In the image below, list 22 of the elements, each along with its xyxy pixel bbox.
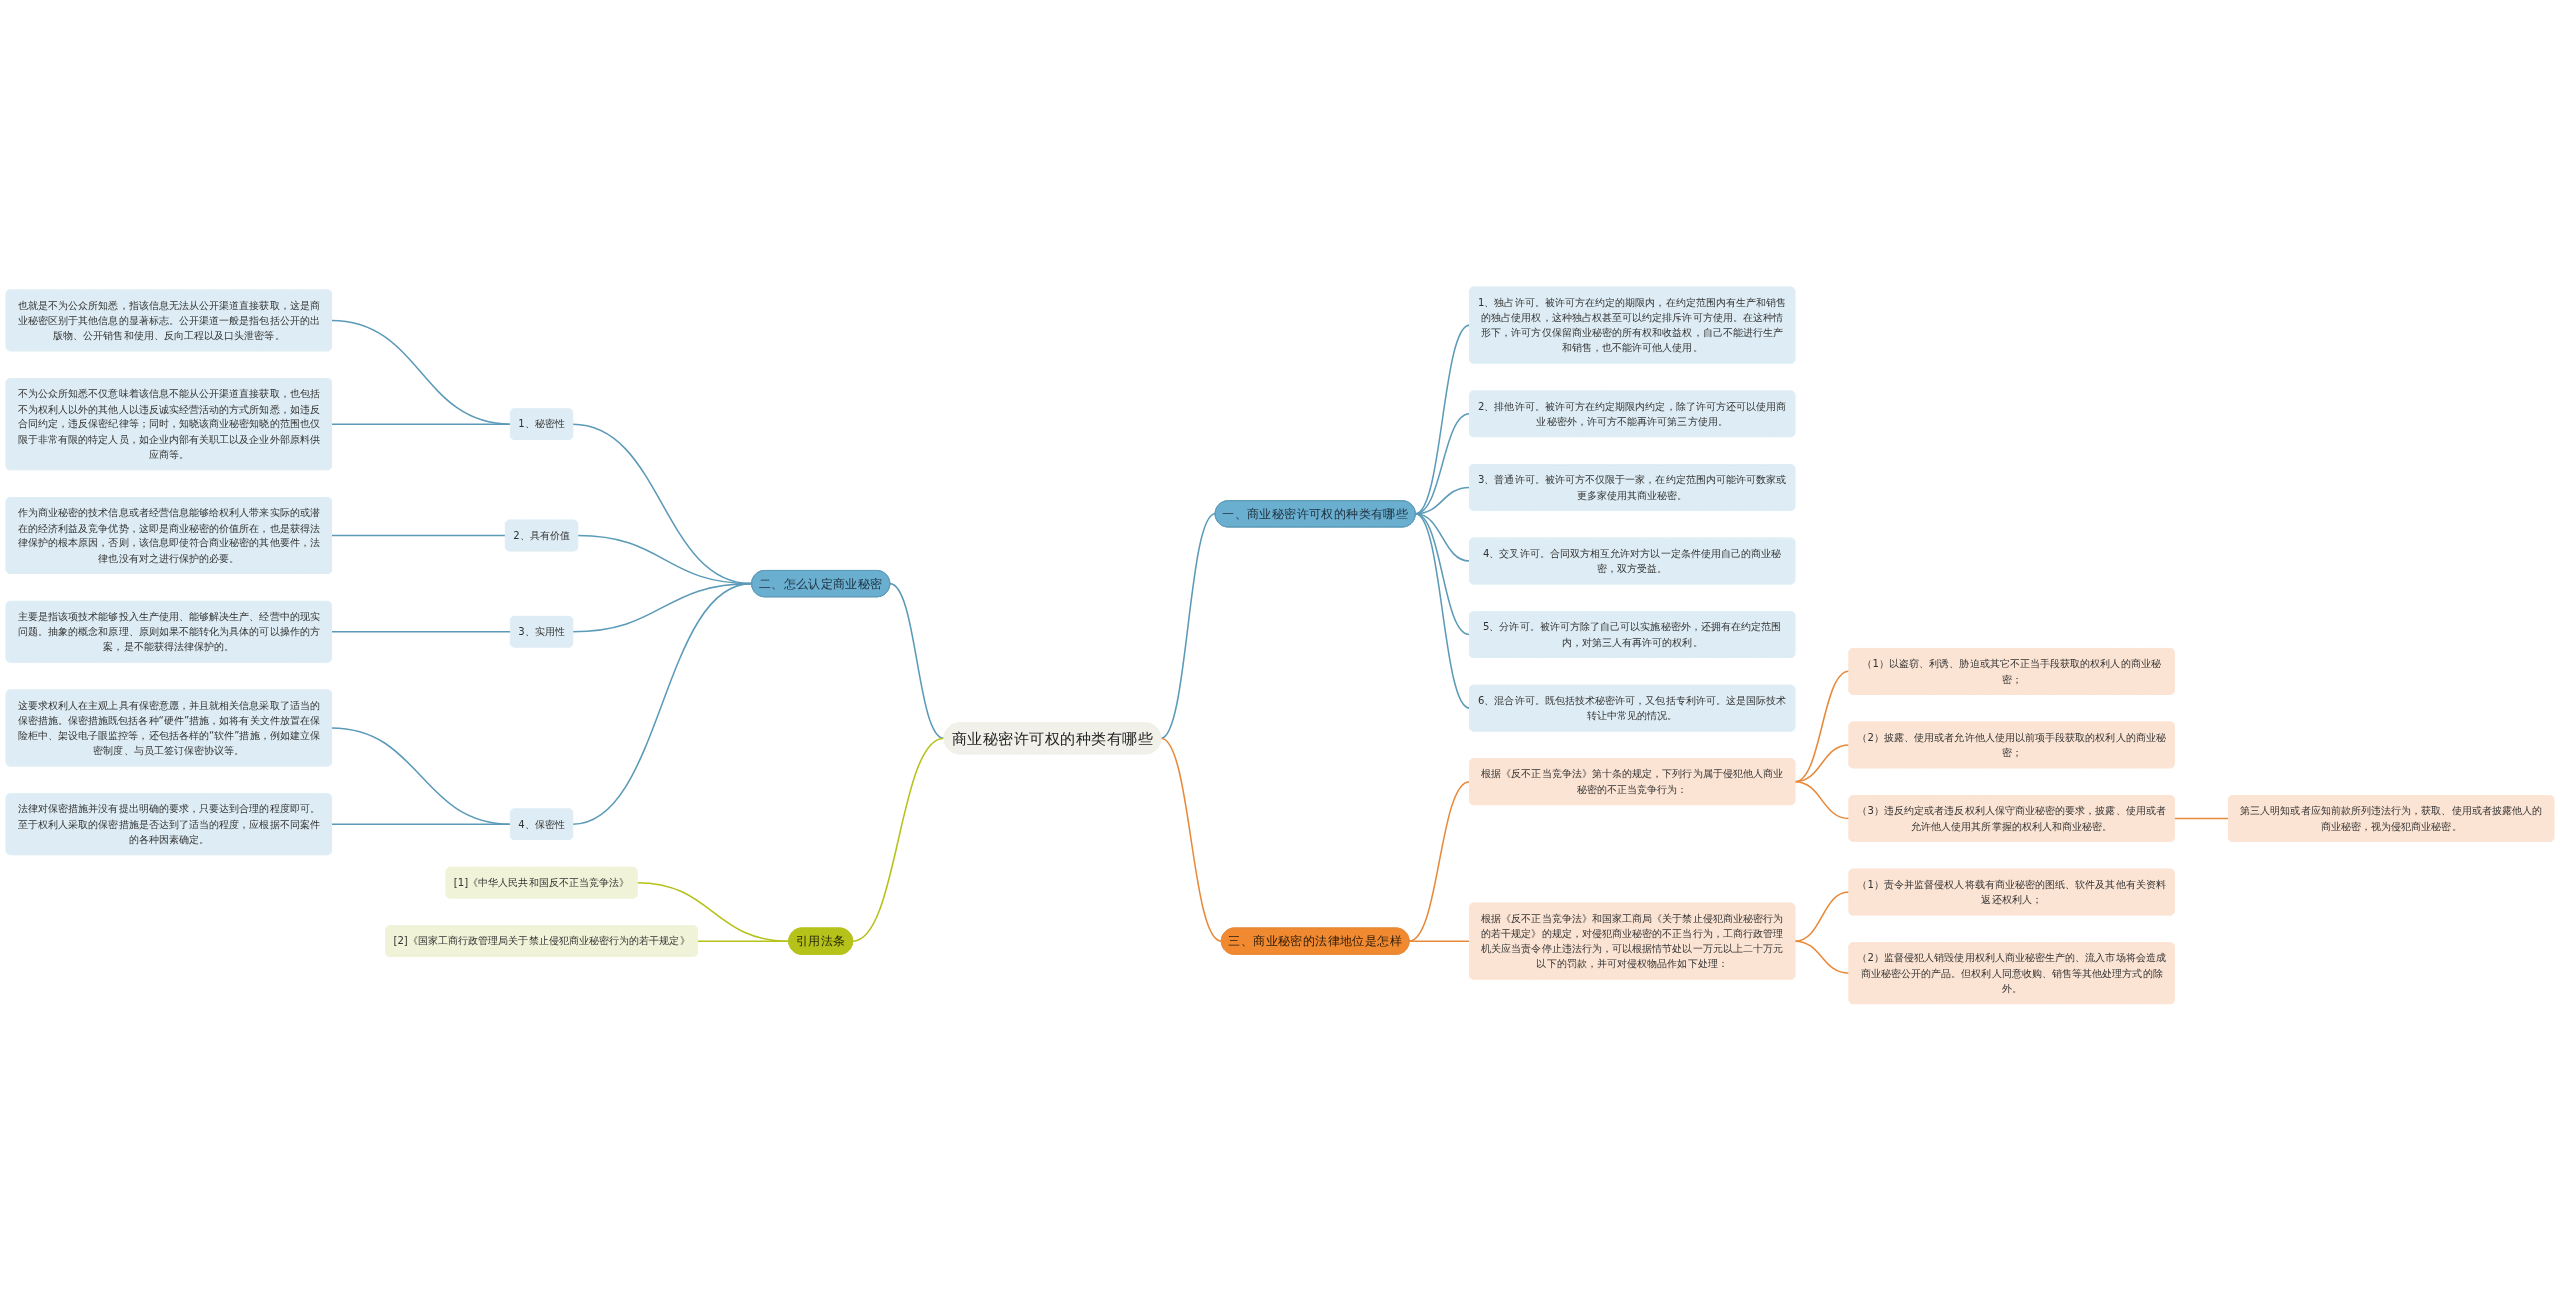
connector: [851, 737, 945, 942]
connector: [1794, 780, 1850, 819]
connector: [330, 630, 512, 633]
connector: [330, 726, 512, 825]
connector: [1408, 939, 1471, 942]
connector: [696, 939, 790, 942]
connector: [1414, 512, 1471, 709]
connector: [1160, 737, 1223, 942]
connector: [330, 823, 512, 825]
connector: [1794, 670, 1850, 783]
connector: [636, 881, 790, 942]
connector: [1408, 780, 1471, 942]
connector: [330, 534, 507, 536]
connector: [330, 423, 512, 425]
connector: [571, 582, 753, 825]
connector: [889, 582, 945, 739]
connector: [1160, 512, 1216, 739]
connector: [1794, 939, 1850, 974]
connector: [330, 319, 512, 425]
connector: [1414, 323, 1471, 515]
connector: [2173, 817, 2230, 819]
connector: [1794, 890, 1850, 942]
